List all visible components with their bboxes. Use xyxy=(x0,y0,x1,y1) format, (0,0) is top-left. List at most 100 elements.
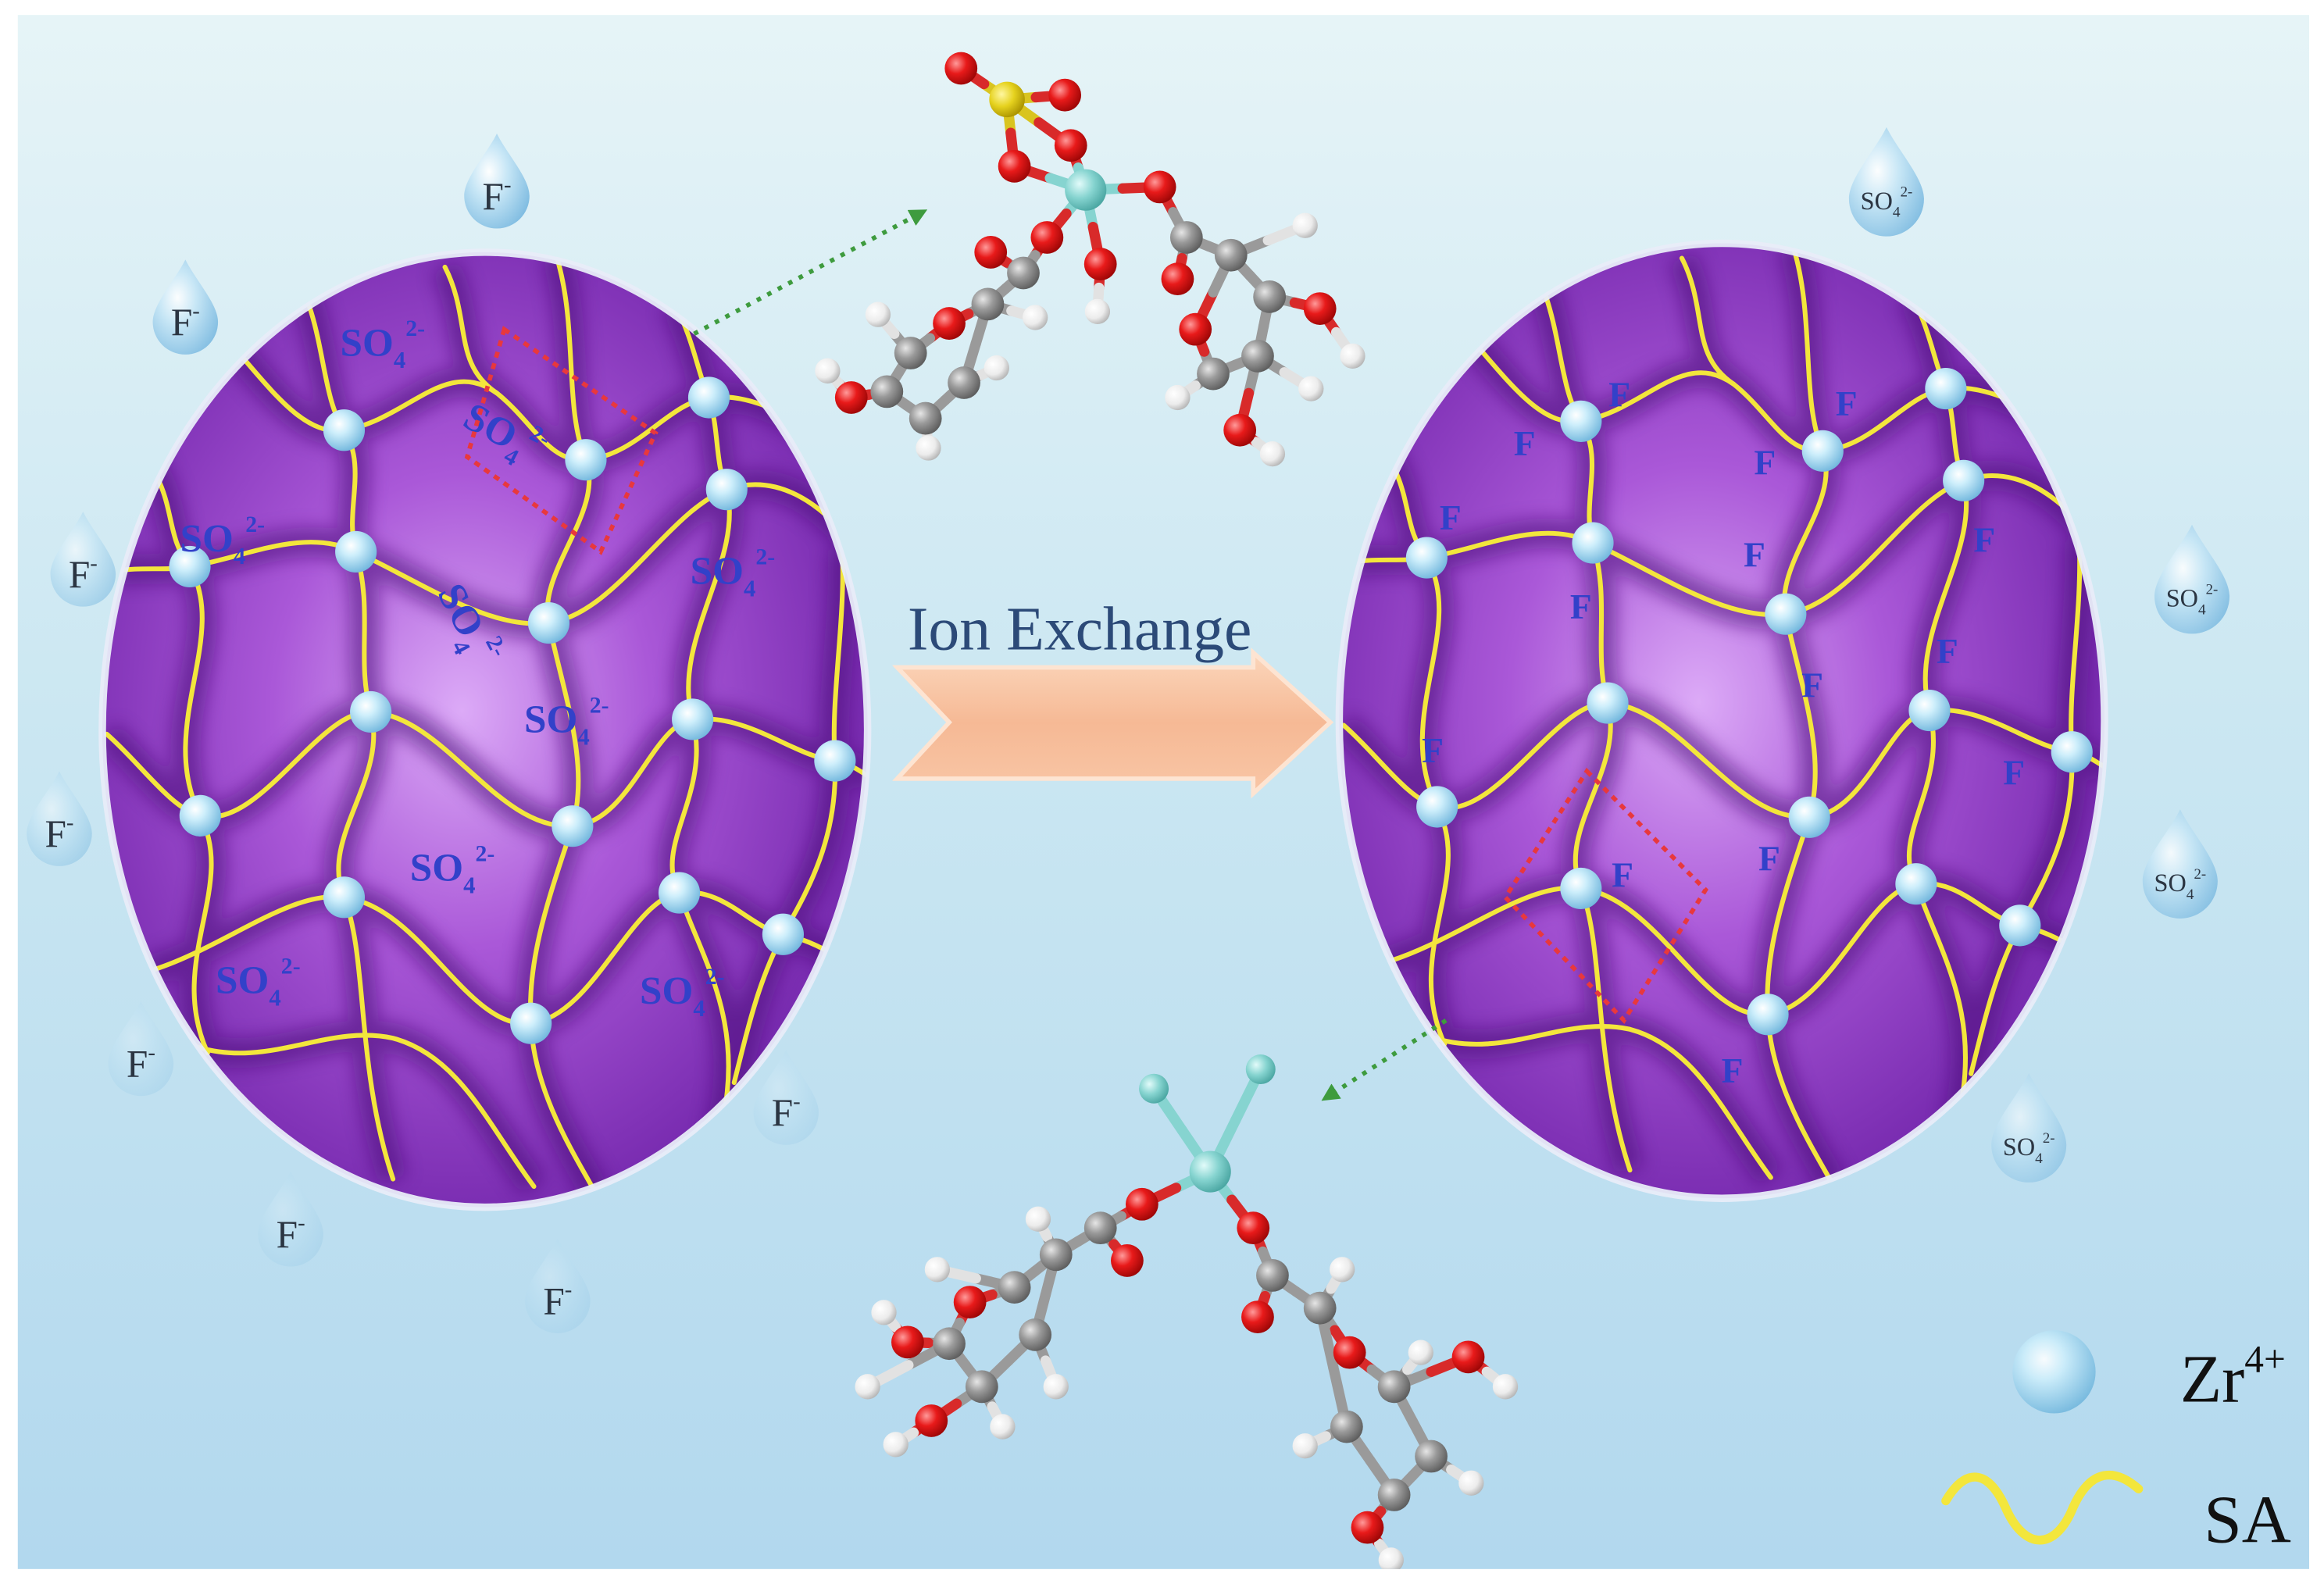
bound-fluoride-label: F xyxy=(1422,730,1444,770)
zr-node xyxy=(658,872,701,914)
water-drop-icon xyxy=(525,1238,591,1333)
zirconium-atom xyxy=(1065,169,1107,211)
bound-sulfate-label: SO42- xyxy=(691,544,776,602)
hydrogen-atom xyxy=(1330,1257,1355,1283)
ion-symbol: F xyxy=(1608,374,1630,414)
ion-charge: 2- xyxy=(705,964,725,990)
ion-symbol: F xyxy=(543,1279,564,1322)
oxygen-atom xyxy=(1054,129,1087,162)
legend-charge: 4+ xyxy=(2244,1337,2286,1380)
zr-node xyxy=(1416,786,1458,828)
oxygen-atom xyxy=(1048,78,1082,112)
hydrogen-atom xyxy=(1043,1374,1069,1400)
carbon-atom xyxy=(1303,1291,1337,1325)
free-fluoride-label: F- xyxy=(483,173,512,218)
bead-rim xyxy=(1335,239,2108,1202)
carbon-atom xyxy=(1377,1479,1411,1511)
ion-charge: - xyxy=(66,810,74,835)
ion-subscript: 4 xyxy=(269,985,280,1011)
ion-exchange-arrow: Ion Exchange xyxy=(891,595,1334,799)
water-drop-icon xyxy=(108,1001,174,1097)
ion-subscript: 4 xyxy=(463,872,475,898)
ion-charge: - xyxy=(565,1277,573,1302)
zr-node xyxy=(179,794,221,837)
bound-fluoride-label: F xyxy=(1801,665,1823,705)
water-drop-icon xyxy=(258,1172,323,1267)
hydrogen-atom xyxy=(855,1374,880,1400)
ion-symbol: F xyxy=(1836,384,1858,423)
bound-fluoride-label: F xyxy=(1758,839,1780,879)
bound-fluoride-label: F xyxy=(1754,443,1776,483)
zr-node xyxy=(169,545,211,588)
ion-symbol: SO xyxy=(640,969,693,1013)
zr-node xyxy=(1788,796,1830,838)
zr-node xyxy=(552,805,594,847)
ion-symbol: F xyxy=(1570,587,1592,626)
zr-node xyxy=(527,601,570,644)
bound-sulfate-label: SO42- xyxy=(640,964,725,1022)
zr-node xyxy=(814,740,856,782)
hydrogen-atom xyxy=(1408,1340,1433,1365)
ion-symbol: SO xyxy=(524,697,577,742)
ion-symbol: F xyxy=(1722,1051,1744,1090)
hydrogen-atom xyxy=(916,435,941,461)
ion-exchange-label: Ion Exchange xyxy=(908,595,1251,664)
sa-chain xyxy=(1427,1024,1773,1180)
free-sulfate-label: SO42- xyxy=(2003,1130,2055,1167)
water-drop-icon xyxy=(2154,524,2230,634)
carbon-atom xyxy=(894,337,927,369)
zr-node xyxy=(1925,368,1967,410)
zr-node xyxy=(1943,459,1985,501)
zr-node xyxy=(335,530,377,573)
ion-symbol: F xyxy=(1514,423,1536,463)
sa-chain xyxy=(1969,540,2083,1076)
sulfate-solution-drops: SO42-SO42-SO42-SO42- xyxy=(1848,127,2230,1183)
sa-chain xyxy=(442,264,500,396)
ion-symbol: SO xyxy=(180,516,233,561)
hydrogen-atom xyxy=(871,1300,897,1325)
ion-subscript: 4 xyxy=(1893,205,1901,221)
sa-chain xyxy=(1375,441,1451,1047)
legend-label-sa: SA xyxy=(2204,1482,2291,1557)
ion-subscript: 4 xyxy=(394,347,405,373)
carbon-atom xyxy=(1197,357,1230,391)
zr-nodes xyxy=(1405,368,2093,1036)
hydrogen-atom xyxy=(1023,305,1048,330)
legend-item-zr: Zr4+ xyxy=(2012,1330,2286,1416)
zr-node xyxy=(1801,430,1844,472)
free-fluoride-label: F- xyxy=(772,1089,801,1134)
water-drop: F- xyxy=(152,259,219,355)
hydrogen-atom xyxy=(1492,1374,1519,1400)
hydrogen-atom xyxy=(865,301,891,327)
oxygen-atom xyxy=(1161,262,1194,295)
fluorine-atom xyxy=(1245,1054,1276,1085)
ion-charge: 2- xyxy=(2043,1130,2055,1147)
zr-node xyxy=(1560,400,1602,442)
carbon-atom xyxy=(1415,1440,1448,1473)
bound-sulfate-label: SO42- xyxy=(180,512,265,569)
bound-fluoride-label: F xyxy=(1612,855,1633,895)
ion-subscript: 4 xyxy=(234,543,245,569)
ion-symbol: SO xyxy=(2154,869,2187,897)
bound-fluoride-label: F xyxy=(1722,1051,1744,1090)
legend: Zr4+ SA xyxy=(1941,1330,2291,1557)
carbon-atom xyxy=(1377,1370,1411,1404)
hydrogen-atom xyxy=(1292,212,1318,238)
zr-node xyxy=(1908,690,1951,732)
zr-node xyxy=(2051,731,2093,773)
oxygen-atom xyxy=(891,1325,924,1359)
hydrogen-atom xyxy=(815,358,841,384)
sa-chain xyxy=(731,549,845,1086)
oxygen-atom xyxy=(1179,312,1212,346)
ion-symbol: F xyxy=(1801,665,1823,705)
hydrogen-atom xyxy=(984,355,1009,381)
zr-node xyxy=(762,913,805,955)
atoms xyxy=(855,1054,1519,1569)
zr-node xyxy=(1765,593,1807,635)
ion-charge: 2- xyxy=(2206,582,2219,598)
zr-node xyxy=(1572,522,1614,564)
water-drop-icon xyxy=(464,134,530,229)
water-drop-icon xyxy=(2142,809,2218,919)
